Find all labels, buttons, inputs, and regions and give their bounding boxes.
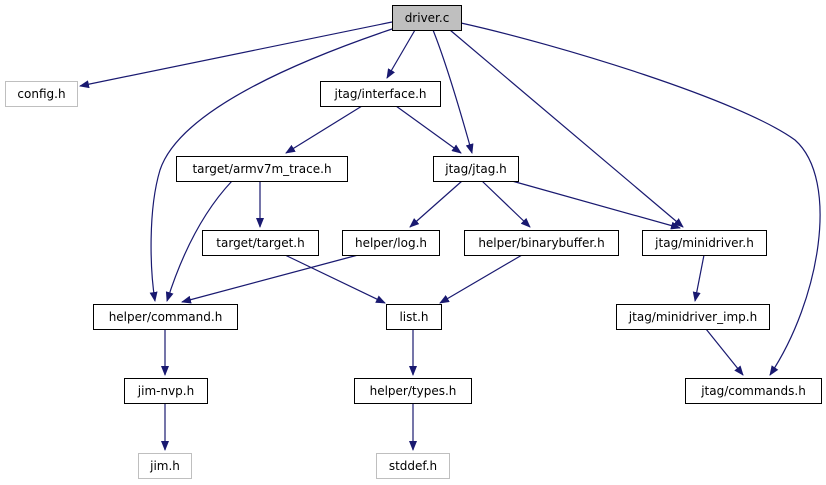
- node-helper-command-h[interactable]: helper/command.h: [93, 304, 238, 330]
- edge-arrow: [284, 254, 386, 304]
- edges-layer: [79, 21, 821, 451]
- edge-arrow: [481, 180, 531, 228]
- edge-arrow: [165, 180, 233, 302]
- node-jtag-interface-h[interactable]: jtag/interface.h: [320, 81, 441, 107]
- edge-helper-binarybuffer-h-to-list-h: [439, 254, 523, 304]
- node-label: jtag/minidriver.h: [654, 236, 754, 250]
- edge-jtag-jtag-h-to-jtag-minidriver-h: [511, 180, 681, 230]
- node-box: [376, 453, 450, 479]
- edge-driver-c-to-jtag-minidriver-h: [449, 29, 684, 228]
- node-box: [93, 304, 238, 330]
- edge-target-armv7m-trace-h-to-helper-command-h: [165, 180, 233, 302]
- node-jtag-minidriver-h[interactable]: jtag/minidriver.h: [642, 230, 767, 256]
- node-label: jim.h: [149, 459, 180, 473]
- node-label: driver.c: [405, 11, 450, 25]
- node-label: config.h: [17, 87, 65, 101]
- edge-arrow: [79, 21, 393, 89]
- edge-arrow: [386, 29, 416, 79]
- node-label: list.h: [399, 310, 428, 324]
- node-box: [138, 453, 192, 479]
- node-box: [124, 378, 208, 404]
- node-jtag-minidriver-imp-h[interactable]: jtag/minidriver_imp.h: [616, 304, 770, 330]
- node-box: [464, 230, 619, 256]
- edge-target-target-h-to-list-h: [284, 254, 386, 304]
- node-box: [5, 81, 78, 107]
- node-config-h: config.h: [5, 81, 78, 107]
- node-label: helper/log.h: [355, 236, 427, 250]
- node-box: [616, 304, 770, 330]
- edge-arrow: [432, 29, 474, 154]
- edge-jtag-interface-h-to-jtag-jtag-h: [395, 105, 462, 154]
- edge-helper-log-h-to-helper-command-h: [181, 254, 359, 304]
- edge-arrow: [460, 22, 821, 376]
- edge-driver-c-to-jtag-jtag-h: [432, 29, 474, 154]
- node-label: jtag/jtag.h: [444, 162, 506, 176]
- node-box: [176, 156, 348, 182]
- edge-jtag-interface-h-to-target-armv7m-trace-h: [285, 105, 363, 154]
- node-label: jtag/interface.h: [334, 87, 427, 101]
- node-jtag-commands-h[interactable]: jtag/commands.h: [685, 378, 822, 404]
- edge-jtag-minidriver-h-to-jtag-minidriver-imp-h: [692, 254, 705, 302]
- node-label: stddef.h: [389, 459, 437, 473]
- node-box: [642, 230, 767, 256]
- node-box: [354, 378, 472, 404]
- node-list-h[interactable]: list.h: [386, 304, 442, 330]
- node-helper-types-h[interactable]: helper/types.h: [354, 378, 472, 404]
- node-driver-c[interactable]: driver.c: [392, 5, 462, 31]
- edge-arrow: [439, 254, 523, 304]
- node-box: [202, 230, 319, 256]
- node-label: helper/types.h: [370, 384, 457, 398]
- node-box: [386, 304, 442, 330]
- edge-jtag-jtag-h-to-helper-binarybuffer-h: [481, 180, 531, 228]
- node-helper-log-h[interactable]: helper/log.h: [342, 230, 440, 256]
- node-label: jtag/commands.h: [700, 384, 806, 398]
- node-target-target-h[interactable]: target/target.h: [202, 230, 319, 256]
- node-target-armv7m-trace-h[interactable]: target/armv7m_trace.h: [176, 156, 348, 182]
- edge-jtag-minidriver-imp-h-to-jtag-commands-h: [705, 328, 744, 376]
- node-stddef-h: stddef.h: [376, 453, 450, 479]
- edge-arrow: [395, 105, 462, 154]
- nodes-layer: driver.c config.h jtag/interface.h target/a…: [5, 5, 822, 479]
- edge-driver-c-to-jtag-commands-h: [460, 22, 821, 376]
- node-label: target/armv7m_trace.h: [192, 162, 331, 176]
- node-helper-binarybuffer-h[interactable]: helper/binarybuffer.h: [464, 230, 619, 256]
- node-jtag-jtag-h[interactable]: jtag/jtag.h: [433, 156, 519, 182]
- edge-driver-c-to-config-h: [79, 21, 393, 89]
- node-box: [433, 156, 519, 182]
- edge-driver-c-to-jtag-interface-h: [386, 29, 416, 79]
- node-box: [685, 378, 822, 404]
- node-box: [342, 230, 440, 256]
- edge-arrow: [149, 27, 396, 302]
- node-box: [392, 5, 462, 31]
- node-label: jtag/minidriver_imp.h: [628, 310, 757, 324]
- edge-arrow: [409, 180, 463, 228]
- edge-arrow: [705, 328, 744, 376]
- node-jim-nvp-h[interactable]: jim-nvp.h: [124, 378, 208, 404]
- node-label: helper/command.h: [109, 310, 223, 324]
- edge-arrow: [692, 254, 705, 302]
- node-label: target/target.h: [216, 236, 304, 250]
- edge-arrow: [511, 180, 681, 230]
- edge-arrow: [285, 105, 363, 154]
- node-box: [320, 81, 441, 107]
- edge-arrow: [181, 254, 359, 304]
- edge-driver-c-to-helper-command-h: [149, 27, 396, 302]
- edge-arrow: [449, 29, 684, 228]
- node-label: helper/binarybuffer.h: [478, 236, 604, 250]
- node-label: jim-nvp.h: [137, 384, 194, 398]
- edge-jtag-jtag-h-to-helper-log-h: [409, 180, 463, 228]
- node-jim-h: jim.h: [138, 453, 192, 479]
